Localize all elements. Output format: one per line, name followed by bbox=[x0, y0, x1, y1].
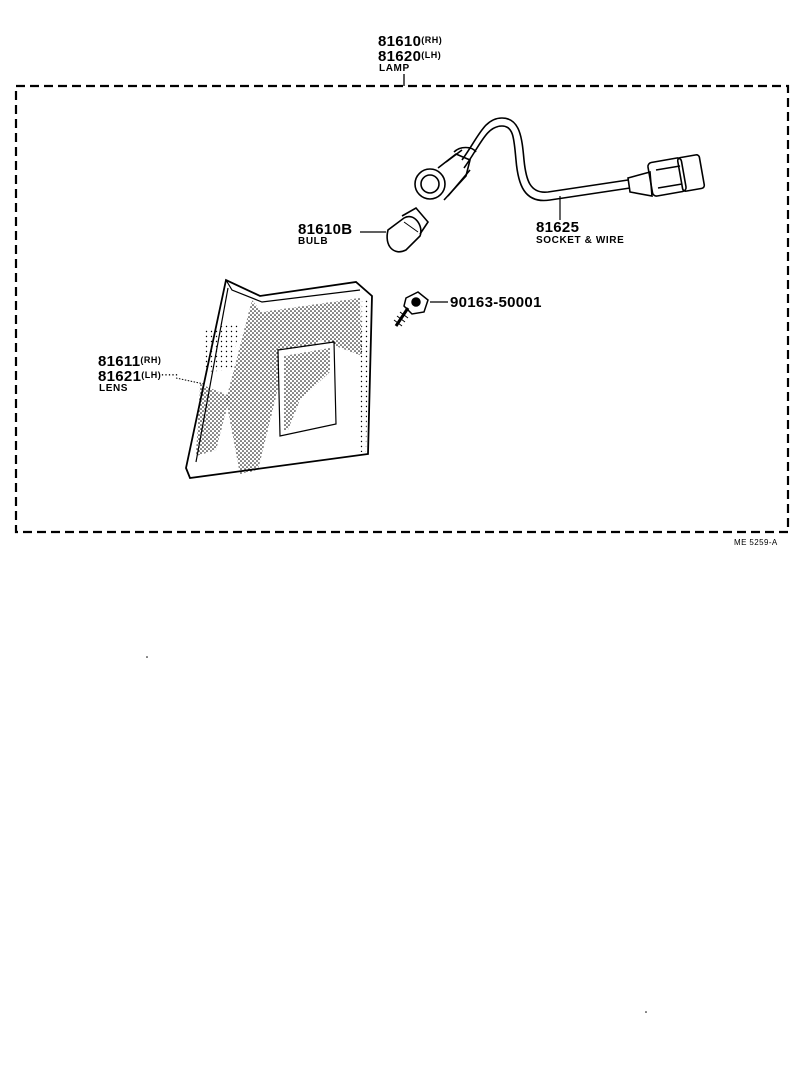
socket-part-number: 81625 bbox=[536, 219, 580, 236]
bulb bbox=[360, 206, 430, 253]
speck bbox=[146, 656, 148, 658]
lamp-name: LAMP bbox=[379, 63, 410, 74]
bulb-part-number: 81610B bbox=[298, 221, 353, 238]
lens-lh-part-number: 81621 bbox=[98, 368, 142, 385]
screw bbox=[393, 291, 448, 327]
socket-and-wire bbox=[414, 117, 706, 220]
drawing-reference: ME 5259-A bbox=[734, 538, 778, 547]
lens-name: LENS bbox=[99, 383, 129, 394]
lens-rh-callout: 81611(RH) bbox=[98, 354, 161, 370]
lens-lh-side: (LH) bbox=[141, 370, 162, 380]
speck bbox=[645, 1011, 647, 1013]
lens-leader-dots: ····· bbox=[161, 370, 179, 380]
lens-rh-side: (RH) bbox=[140, 355, 162, 365]
lamp-lh-side: (LH) bbox=[421, 50, 442, 60]
lamp-lh-part-number: 81620 bbox=[378, 48, 422, 65]
lamp-rh-side: (RH) bbox=[421, 35, 443, 45]
lamp-rh-callout: 81610(RH) bbox=[378, 34, 442, 50]
bulb-name: BULB bbox=[298, 236, 329, 247]
lamp-rh-part-number: 81610 bbox=[378, 33, 422, 50]
lens-rh-part-number: 81611 bbox=[98, 353, 141, 370]
assembly-boundary bbox=[14, 84, 790, 534]
screw-part-number: 90163-50001 bbox=[450, 294, 542, 311]
lens bbox=[175, 278, 373, 479]
lamp-lh-callout: 81620(LH) bbox=[378, 49, 441, 65]
socket-name: SOCKET & WIRE bbox=[536, 235, 625, 246]
lens-lh-callout: 81621(LH)····· bbox=[98, 369, 179, 385]
